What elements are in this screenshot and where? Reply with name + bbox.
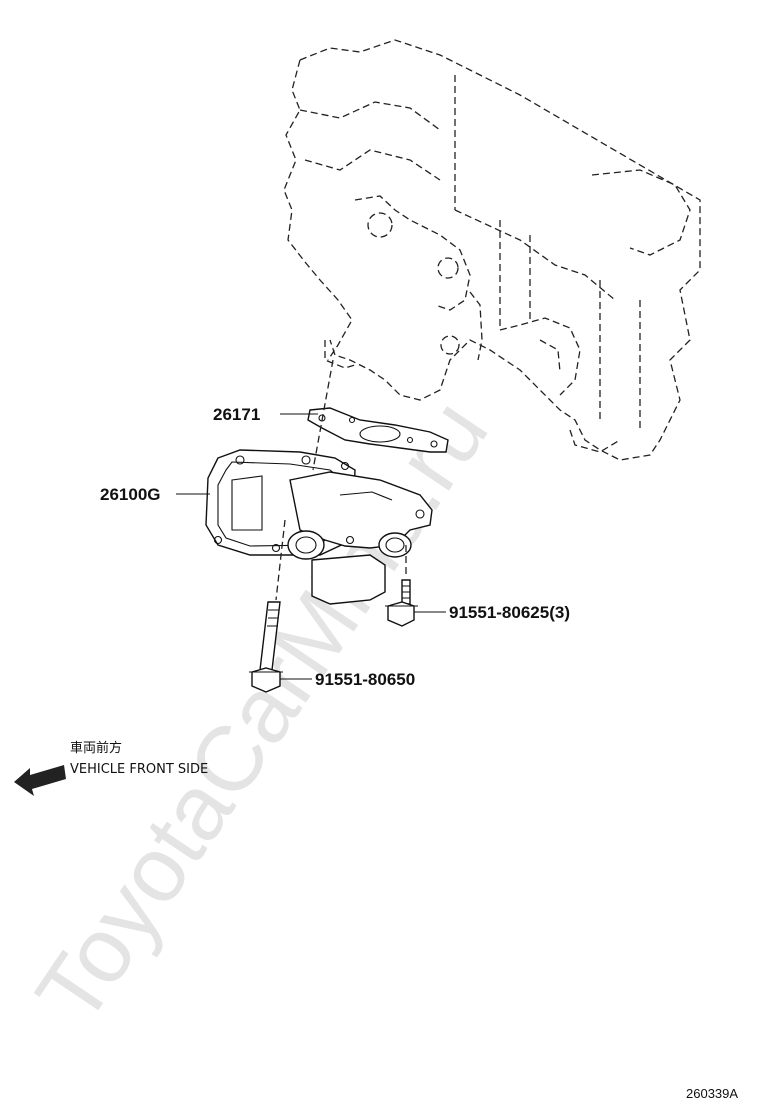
callout-91551-80625: 91551-80625(3) [449,603,570,622]
arrow-left-icon [14,765,66,796]
illustration-ref: 260339A [686,1086,738,1101]
gasket-26171 [307,407,449,453]
direction-indicator: 車両前方 VEHICLE FRONT SIDE [14,740,208,796]
bolt-short [385,579,418,627]
leader-lines [176,413,446,680]
callout-26171: 26171 [213,405,260,424]
bolt-long [249,601,283,693]
engine-block-outline [283,39,701,461]
callout-91551-80650: 91551-80650 [315,670,415,689]
callout-26100g: 26100G [100,485,161,504]
assembly-lines [275,359,407,601]
direction-label-jp: 車両前方 [70,740,122,756]
throttle-body-26100g [205,449,433,605]
direction-label-en: VEHICLE FRONT SIDE [70,762,208,777]
